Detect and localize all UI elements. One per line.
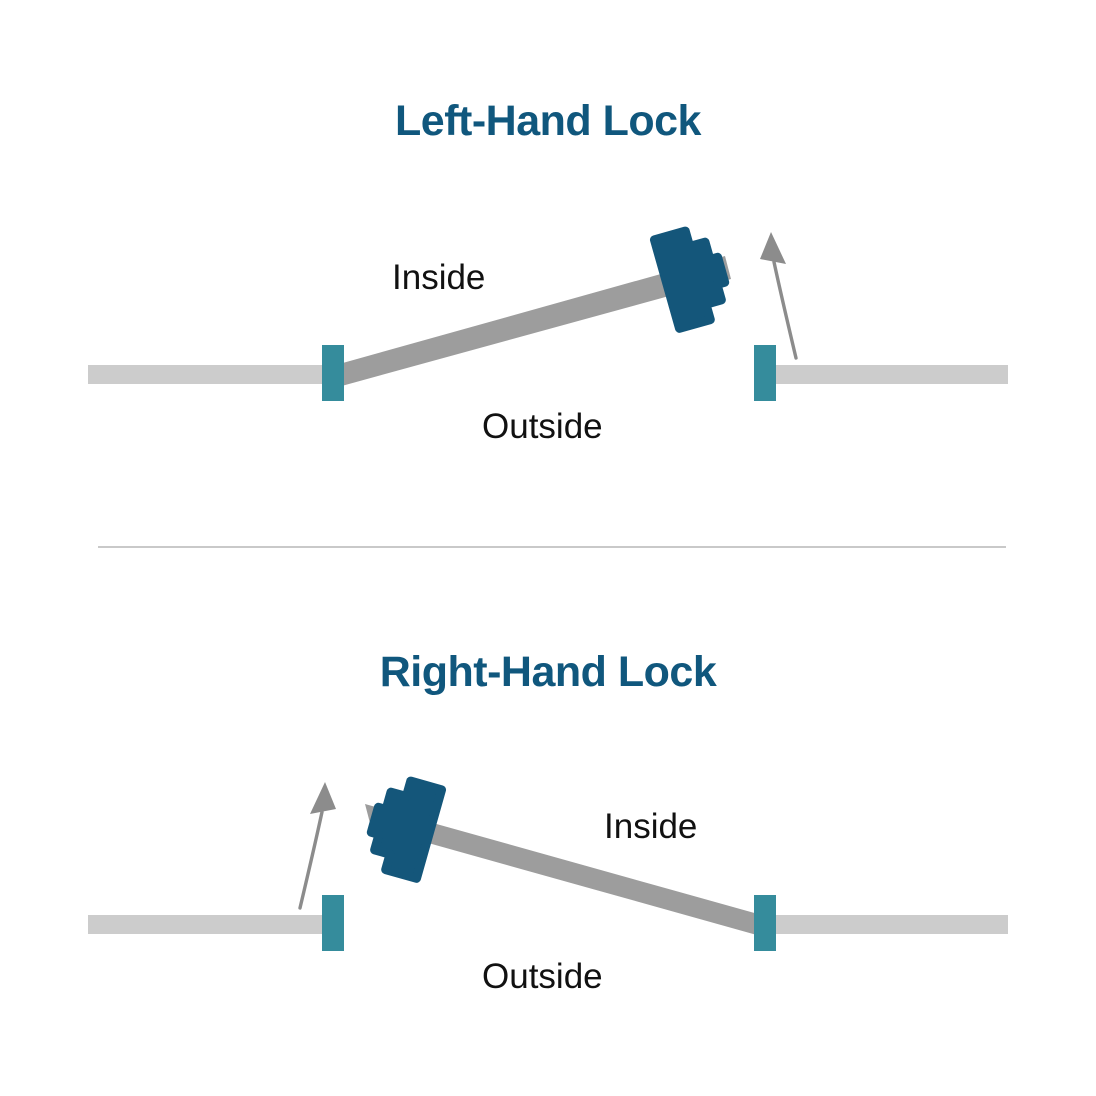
door-jamb-strike-marker (754, 345, 776, 401)
label-outside: Outside (482, 957, 603, 996)
label-inside: Inside (392, 258, 485, 297)
label-outside: Outside (482, 407, 603, 446)
wall-segment-right (757, 365, 1008, 384)
deadbolt-lock-icon (366, 776, 447, 883)
panel-right-hand-lock: Right-Hand Lock Inside Outsi (0, 548, 1096, 1056)
door-jamb-strike-marker (322, 895, 344, 951)
door-jamb-hinge-marker (754, 895, 776, 951)
door-slab (332, 256, 731, 387)
page-title-right-hand-lock: Right-Hand Lock (379, 648, 717, 696)
wall-segment-left (88, 915, 343, 934)
door-jamb-hinge-marker (322, 345, 344, 401)
right-hand-lock-illustration: Inside Outside (88, 776, 1008, 996)
label-inside: Inside (604, 807, 697, 846)
wall-segment-left (88, 365, 343, 384)
left-hand-lock-illustration: Inside Outside (88, 226, 1008, 446)
door-slab (365, 804, 764, 937)
panel-left-hand-lock: Left-Hand Lock Inside Outsid (0, 0, 1096, 508)
deadbolt-lock-icon (649, 226, 730, 333)
panel-divider (98, 546, 1006, 548)
swing-direction-arrow (760, 232, 798, 360)
wall-segment-right (757, 915, 1008, 934)
page-title-left-hand-lock: Left-Hand Lock (395, 97, 701, 145)
swing-direction-arrow (298, 782, 336, 910)
